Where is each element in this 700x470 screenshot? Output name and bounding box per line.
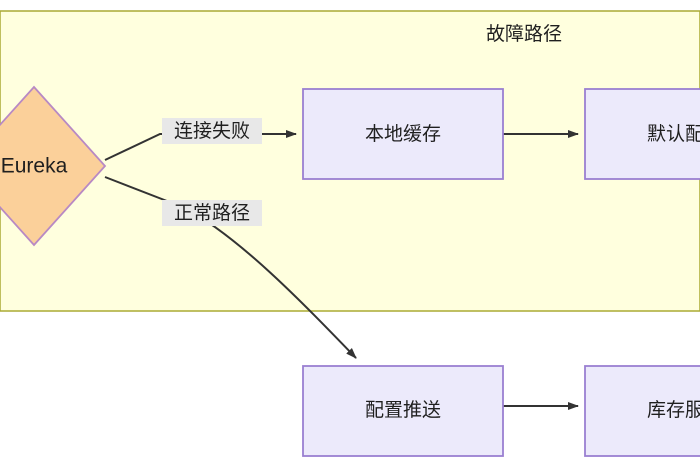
cluster-failure-path-title: 故障路径	[486, 23, 562, 45]
nodes-layer: Eureka 本地缓存 默认配置 配置推送 库存服务	[0, 85, 700, 457]
node-eureka-label: Eureka	[1, 155, 68, 178]
node-local-cache-box[interactable]	[302, 88, 504, 180]
edge-label-connection-failed: 连接失败	[162, 118, 262, 144]
node-default-config[interactable]: 默认配置	[584, 88, 700, 180]
node-inventory-service-label: 库存服务	[647, 399, 700, 421]
node-inventory-service[interactable]: 库存服务	[584, 365, 700, 457]
node-config-push-box[interactable]	[302, 365, 504, 457]
node-eureka-diamond[interactable]	[0, 85, 107, 247]
node-inventory-service-box[interactable]	[584, 365, 700, 457]
edge-label-connection-failed-text: 连接失败	[174, 120, 250, 142]
node-local-cache-label: 本地缓存	[365, 123, 441, 145]
edge-labels-layer: 连接失败 正常路径	[162, 118, 262, 226]
node-default-config-box[interactable]	[584, 88, 700, 180]
node-config-push[interactable]: 配置推送	[302, 365, 504, 457]
node-eureka[interactable]: Eureka	[0, 85, 107, 247]
node-local-cache[interactable]: 本地缓存	[302, 88, 504, 180]
edge-label-normal-path-bg	[162, 200, 262, 226]
edge-label-normal-path: 正常路径	[162, 200, 262, 226]
node-config-push-label: 配置推送	[365, 399, 441, 421]
node-default-config-label: 默认配置	[647, 123, 700, 145]
edge-label-connection-failed-bg	[162, 118, 262, 144]
edge-label-normal-path-text: 正常路径	[174, 202, 250, 224]
